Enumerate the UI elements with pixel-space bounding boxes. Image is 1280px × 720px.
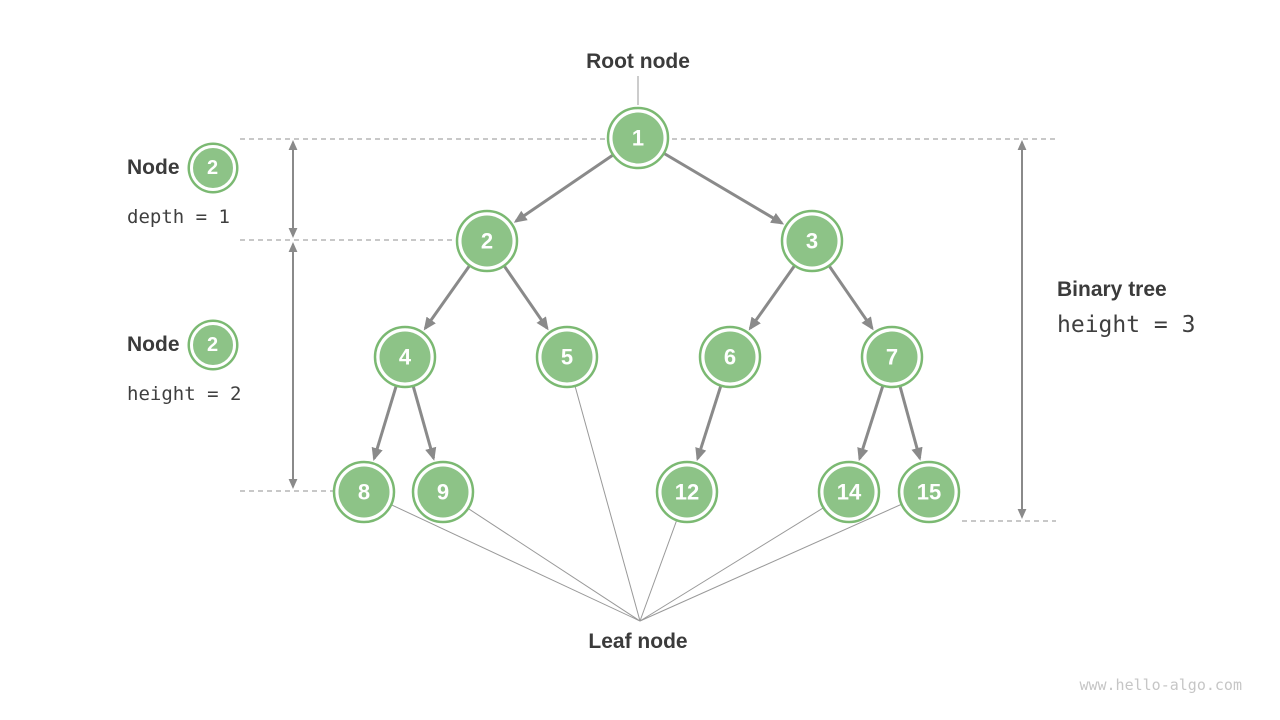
- tree-node-circle: [823, 466, 875, 518]
- tree-node-value: 5: [561, 345, 573, 370]
- tree-node-circle: [338, 466, 390, 518]
- tree-node-value: 3: [806, 229, 818, 254]
- leaf-fan-line: [566, 356, 641, 622]
- annotation-node-height-title: Node: [127, 333, 180, 356]
- tree-node-circle: [866, 331, 918, 383]
- tree-node-circle: [661, 466, 713, 518]
- tree-node-15: 15: [897, 460, 961, 524]
- tree-node-value: 6: [724, 345, 736, 370]
- annotation-node-depth-value: depth = 1: [127, 206, 230, 228]
- annotation-node-height: Node 2 height = 2: [127, 322, 241, 405]
- leaf-fan-line: [639, 491, 930, 622]
- leaf-fan-line: [363, 491, 641, 622]
- node-badge-icon: 2: [189, 145, 236, 191]
- tree-node-2: 2: [455, 209, 519, 273]
- tree-node-circle: [786, 215, 838, 267]
- tree-node-3: 3: [780, 209, 844, 273]
- tree-node-value: 8: [358, 480, 370, 505]
- tree-node-value: 14: [837, 480, 862, 505]
- tree-node-value: 7: [886, 345, 898, 370]
- annotation-tree-height: Binary tree height = 3: [1057, 278, 1195, 338]
- tree-node-circle: [461, 215, 513, 267]
- tree-node-value: 2: [481, 229, 493, 254]
- watermark: www.hello-algo.com: [1079, 676, 1242, 694]
- tree-node-12: 12: [655, 460, 719, 524]
- tree-node-8: 8: [332, 460, 396, 524]
- tree-node-value: 12: [675, 480, 699, 505]
- tree-node-value: 4: [399, 345, 412, 370]
- leaf-node-label: Leaf node: [588, 630, 688, 653]
- tree-node-circle: [612, 112, 664, 164]
- tree-node-5: 5: [535, 325, 599, 389]
- tree-node-6: 6: [698, 325, 762, 389]
- annotation-node-depth-title: Node: [127, 156, 180, 179]
- tree-node-7: 7: [860, 325, 924, 389]
- tree-node-value: 9: [437, 480, 449, 505]
- tree-node-value: 15: [917, 480, 941, 505]
- leaf-fan-line: [639, 491, 850, 622]
- tree-node-circle: [417, 466, 469, 518]
- tree-node-4: 4: [373, 325, 437, 389]
- annotation-node-depth: Node 2 depth = 1: [127, 145, 236, 228]
- annotation-tree-height-title: Binary tree: [1057, 278, 1167, 301]
- tree-node-1: 1: [606, 106, 670, 170]
- root-node-label: Root node: [586, 50, 690, 73]
- leaf-fan-line: [442, 491, 641, 622]
- node-badge-icon: 2: [189, 322, 236, 368]
- annotation-node-height-value: height = 2: [127, 383, 242, 405]
- tree-node-14: 14: [817, 460, 881, 524]
- tree-node-9: 9: [411, 460, 475, 524]
- tree-node-circle: [541, 331, 593, 383]
- tree-node-value: 1: [632, 126, 644, 151]
- tree-node-circle: [704, 331, 756, 383]
- tree-node-circle: [903, 466, 955, 518]
- annotation-tree-height-value: height = 3: [1057, 312, 1196, 338]
- tree-node-circle: [379, 331, 431, 383]
